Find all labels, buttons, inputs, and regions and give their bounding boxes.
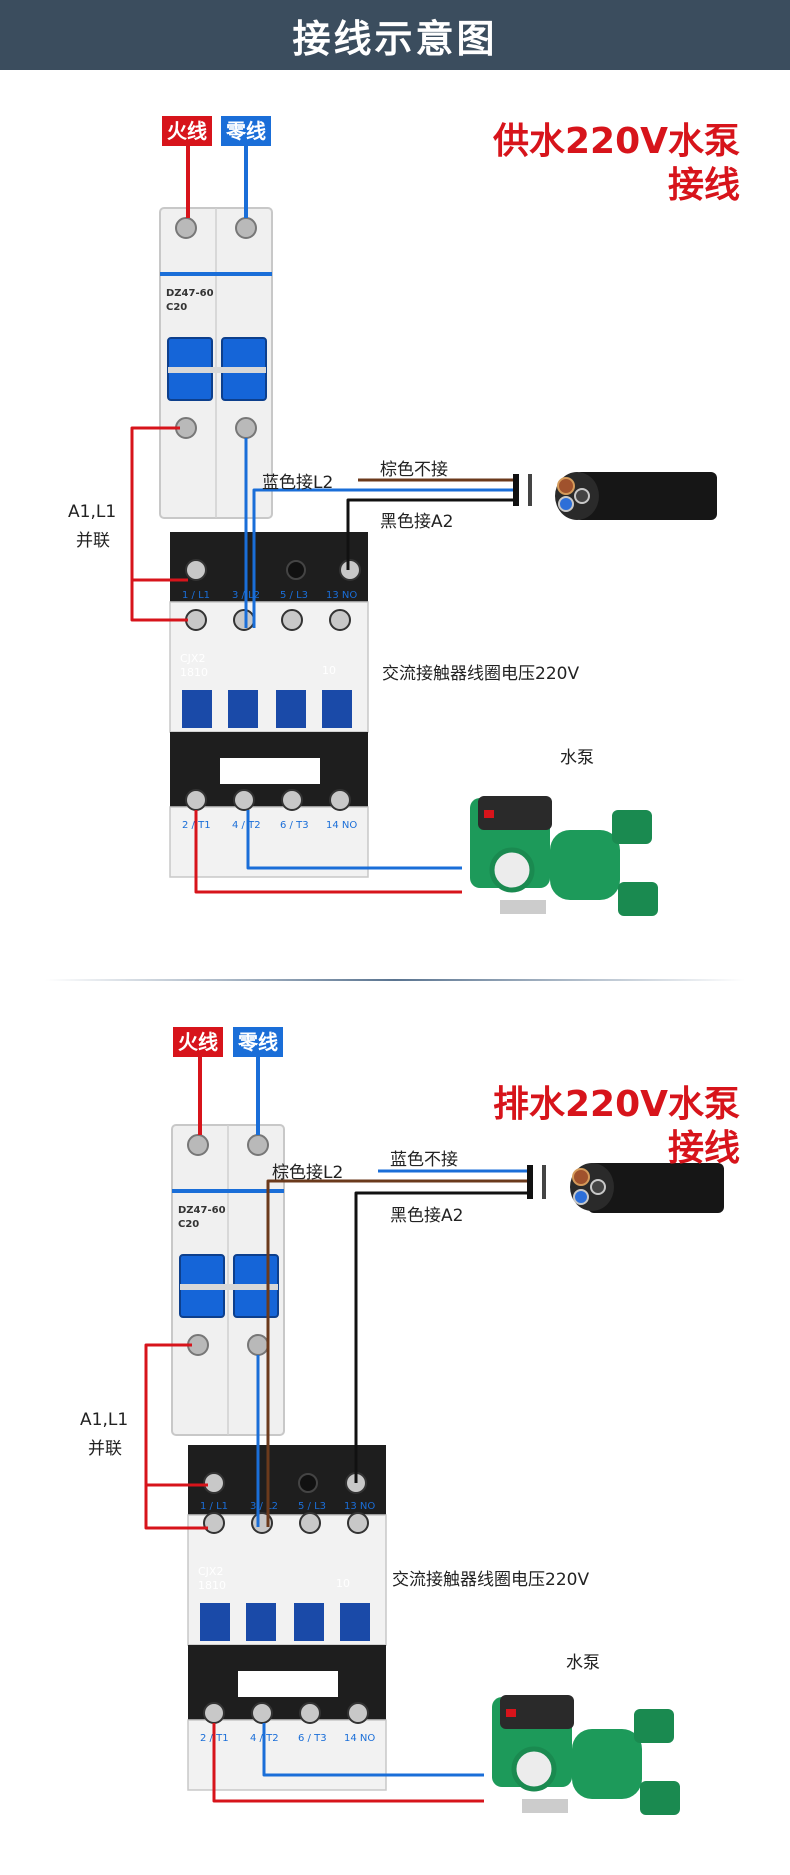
t2-to-pump-wire [262,1723,484,1777]
wire-a2-label: 黑色接A2 [390,1206,464,1226]
wire-l2-label: 棕色接L2 [272,1163,344,1183]
pump-label: 水泵 [566,1653,600,1673]
wire-unused-label: 棕色不接 [380,460,448,480]
terminal-label-t2: 4 / T2 [232,820,261,831]
contactor-model-text: CJX2 [180,652,205,665]
coil-voltage-label: 交流接触器线圈电压220V [392,1570,590,1590]
power-cable [555,472,717,520]
terminal-label-14no: 14 NO [344,1733,375,1744]
live-to-l1-wire [144,1343,208,1530]
black-a2-wire [346,498,516,570]
breaker-model-text: DZ47-60 [166,288,214,299]
black-a2-wire [354,1191,530,1483]
breaker-rating-text: C20 [178,1219,199,1230]
parallel-label-line2: 并联 [88,1439,122,1459]
terminal-label-l2: 3 / L2 [250,1501,278,1512]
parallel-label-line1: A1,L1 [80,1410,129,1430]
terminal-label-l1: 1 / L1 [182,590,210,601]
wiring [144,1047,546,1803]
wire-a2-label: 黑色接A2 [380,512,454,532]
t2-to-pump-wire [246,810,462,870]
neutral-tag: 零线 [233,1027,283,1057]
section-heading-line1: 供水220V水泵 [492,121,740,162]
terminal-label-l1: 1 / L1 [200,1501,228,1512]
breaker-rating-text: C20 [166,302,187,313]
live-tag: 火线 [162,116,212,146]
section-heading: 供水220V水泵 接线 [493,120,740,208]
coil-voltage-label: 交流接触器线圈电压220V [382,664,580,684]
t1-to-pump-wire [212,1723,484,1803]
contactor-aux-text: 10 [336,1577,350,1590]
ac-contactor: 1 / L1 3 / L2 5 / L3 13 NO 2 / T1 4 / T2… [169,532,369,878]
water-pump [492,1695,680,1815]
contactor-number-text: 1810 [198,1579,226,1592]
neutral-tag: 零线 [221,116,271,146]
section-heading-line2: 接线 [667,1128,740,1169]
contactor-model-text: CJX2 [198,1565,223,1578]
wire-l2-label: 蓝色接L2 [262,473,334,493]
blue-l2-wire [252,488,516,628]
breaker-model-text: DZ47-60 [178,1205,226,1216]
t1-to-pump-wire [194,810,462,894]
terminal-label-13no: 13 NO [344,1501,375,1512]
contactor-aux-text: 10 [322,664,336,677]
circuit-breaker: DZ47-60 C20 [159,207,273,519]
terminal-label-13no: 13 NO [326,590,357,601]
page-title: 接线示意图 [292,16,498,61]
water-pump [470,796,658,916]
page-header: 接线示意图 [0,0,790,70]
terminal-label-l3: 5 / L3 [298,1501,326,1512]
brown-l2-wire [266,1179,530,1527]
section-heading-line2: 接线 [667,165,740,206]
contactor-number-text: 1810 [180,666,208,679]
section-heading-line1: 排水220V水泵 [492,1084,740,1125]
section-heading: 排水220V水泵 接线 [493,1083,740,1171]
parallel-label-line2: 并联 [76,531,110,551]
pump-label: 水泵 [560,748,594,768]
power-cable [570,1163,724,1213]
ac-contactor: 1 / L1 3 / L2 5 / L3 13 NO 2 / T1 4 / T2… [187,1445,387,1791]
terminal-label-l3: 5 / L3 [280,590,308,601]
live-to-l1-wire [130,426,188,622]
wiring-diagram-drain: DZ47-60 C20 1 / L1 3 [144,1047,724,1815]
section-drain-pump: DZ47-60 C20 1 / L1 3 [0,975,790,1875]
terminal-label-t3: 6 / T3 [298,1733,327,1744]
live-tag: 火线 [173,1027,223,1057]
wire-unused-label: 蓝色不接 [390,1150,458,1170]
section-supply-pump: DZ47-60 C20 1 / L1 [0,70,790,970]
terminal-label-14no: 14 NO [326,820,357,831]
section-divider [45,979,745,981]
parallel-label-line1: A1,L1 [68,502,117,522]
terminal-label-t3: 6 / T3 [280,820,309,831]
